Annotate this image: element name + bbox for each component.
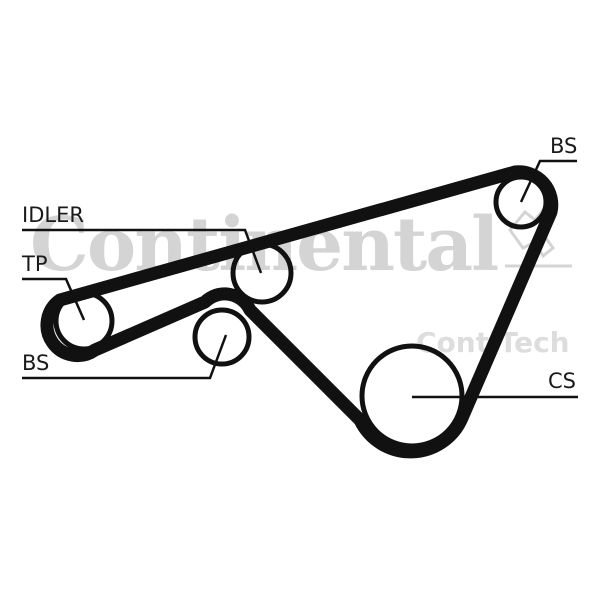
idler-label: IDLER	[22, 203, 84, 227]
bs-left-pulley	[192, 307, 252, 367]
bs-left-leader	[22, 334, 228, 380]
bs-left-label: BS	[22, 351, 49, 375]
tp-leader	[22, 277, 86, 321]
idler-leader	[22, 228, 263, 274]
tp-label: TP	[21, 252, 48, 276]
tp-pulley	[53, 290, 115, 352]
idler-pulley	[230, 241, 294, 305]
bs-right-leader	[519, 159, 577, 203]
bs-right-label: BS	[550, 134, 577, 158]
cs-label: CS	[548, 369, 576, 393]
drive-belt	[40, 165, 559, 459]
bs-right-pulley	[493, 174, 549, 230]
watermark: Continental ContiTech	[30, 202, 572, 359]
